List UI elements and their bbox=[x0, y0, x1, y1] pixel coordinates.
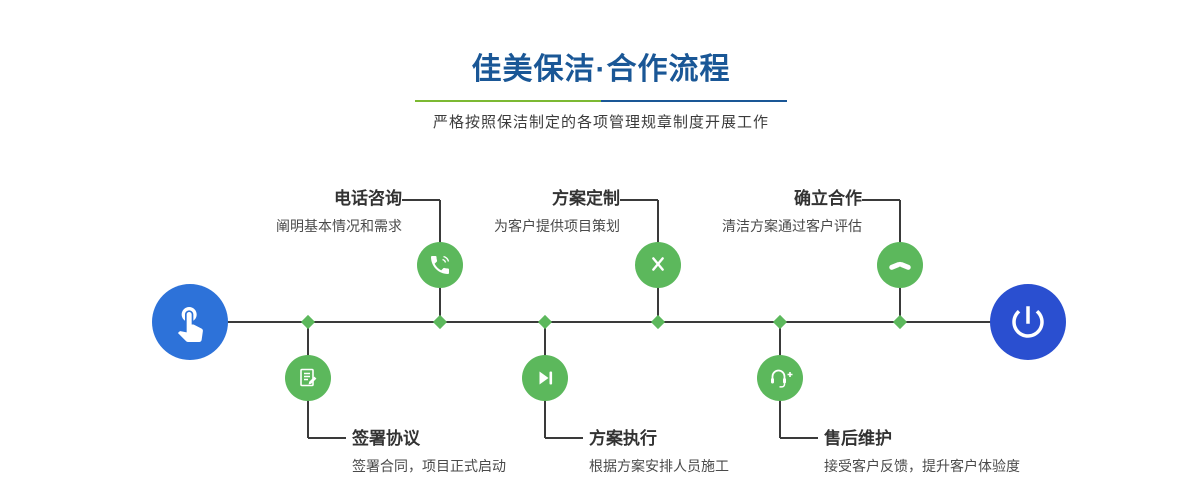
handshake-icon bbox=[887, 253, 913, 277]
step-node-phone-consult bbox=[417, 242, 463, 288]
timeline-start-circle bbox=[152, 284, 228, 360]
title-divider bbox=[415, 100, 787, 102]
play-icon bbox=[533, 366, 557, 390]
connector-elbow-step6 bbox=[780, 437, 818, 439]
step-node-after-sales bbox=[757, 355, 803, 401]
step-phone-consult: 电话咨询 阐明基本情况和需求 bbox=[276, 184, 402, 236]
step-plan-execution: 方案执行 根据方案安排人员施工 bbox=[589, 424, 729, 476]
step-desc: 为客户提供项目策划 bbox=[494, 218, 620, 234]
step-plan-design: 方案定制 为客户提供项目策划 bbox=[494, 184, 620, 236]
step-node-sign-agreement bbox=[285, 355, 331, 401]
timeline-end-circle bbox=[990, 284, 1066, 360]
step-title: 方案执行 bbox=[589, 429, 657, 448]
step-establish-cooperation: 确立合作 清洁方案通过客户评估 bbox=[722, 184, 862, 236]
step-node-plan-execution bbox=[522, 355, 568, 401]
divider-green-segment bbox=[415, 100, 601, 102]
timeline-node-marker bbox=[300, 314, 316, 330]
timeline-node-marker bbox=[537, 314, 553, 330]
step-desc: 签署合同，项目正式启动 bbox=[352, 458, 506, 474]
timeline-main-line bbox=[190, 321, 1028, 323]
step-title: 方案定制 bbox=[552, 189, 620, 208]
connector-elbow-step2 bbox=[620, 199, 658, 201]
step-desc: 接受客户反馈，提升客户体验度 bbox=[824, 458, 1020, 474]
step-desc: 阐明基本情况和需求 bbox=[276, 218, 402, 234]
divider-blue-segment bbox=[601, 100, 787, 102]
step-node-establish-cooperation bbox=[877, 242, 923, 288]
timeline-node-marker bbox=[772, 314, 788, 330]
timeline-node-marker bbox=[432, 314, 448, 330]
connector-elbow-step4 bbox=[308, 437, 346, 439]
step-node-plan-design bbox=[635, 242, 681, 288]
step-desc: 清洁方案通过客户评估 bbox=[722, 218, 862, 234]
contract-icon bbox=[296, 366, 320, 390]
step-title: 电话咨询 bbox=[334, 189, 402, 208]
connector-elbow-step3 bbox=[862, 199, 900, 201]
headset-icon bbox=[767, 366, 793, 390]
pointing-hand-icon bbox=[170, 302, 210, 342]
timeline-node-marker bbox=[650, 314, 666, 330]
header: 佳美保洁·合作流程 严格按照保洁制定的各项管理规章制度开展工作 bbox=[0, 0, 1202, 132]
step-title: 确立合作 bbox=[794, 189, 862, 208]
power-icon bbox=[1007, 301, 1049, 343]
step-title: 签署协议 bbox=[352, 429, 420, 448]
design-icon bbox=[646, 253, 670, 277]
step-after-sales: 售后维护 接受客户反馈，提升客户体验度 bbox=[824, 424, 1020, 476]
step-desc: 根据方案安排人员施工 bbox=[589, 458, 729, 474]
phone-icon bbox=[428, 253, 452, 277]
page-title: 佳美保洁·合作流程 bbox=[471, 53, 731, 86]
step-title: 售后维护 bbox=[824, 429, 892, 448]
connector-elbow-step1 bbox=[402, 199, 440, 201]
timeline-node-marker bbox=[892, 314, 908, 330]
step-sign-agreement: 签署协议 签署合同，项目正式启动 bbox=[352, 424, 506, 476]
page-subtitle: 严格按照保洁制定的各项管理规章制度开展工作 bbox=[432, 114, 769, 131]
connector-elbow-step5 bbox=[545, 437, 583, 439]
